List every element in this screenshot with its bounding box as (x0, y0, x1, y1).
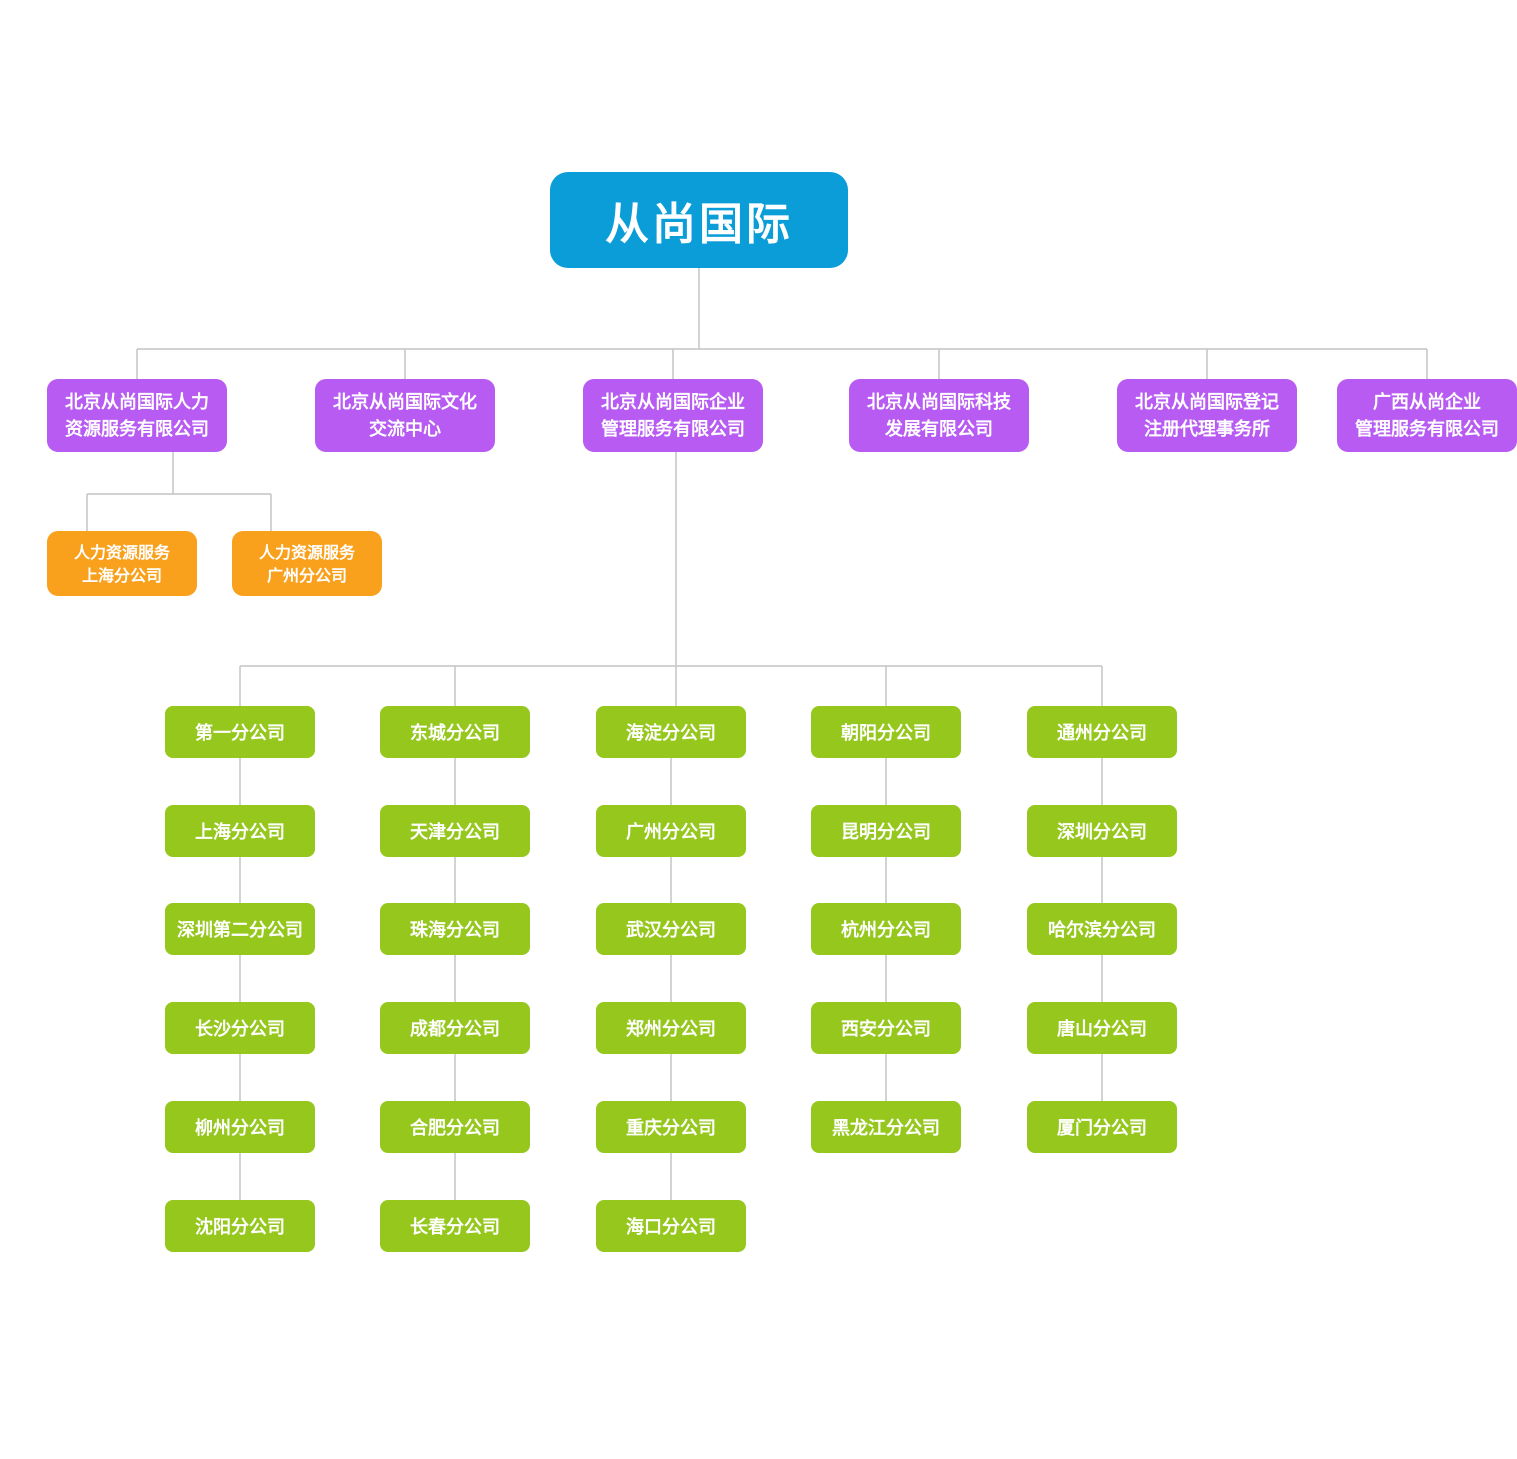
org-node-label: 重庆分公司 (626, 1118, 716, 1139)
org-node-branch[interactable]: 成都分公司 (380, 1002, 530, 1054)
org-node-branch[interactable]: 唐山分公司 (1027, 1002, 1177, 1054)
org-node-branch[interactable]: 天津分公司 (380, 805, 530, 857)
org-node-root[interactable]: 从尚国际 (550, 172, 848, 268)
org-node-label: 广州分公司 (626, 822, 716, 843)
org-node-label: 郑州分公司 (626, 1019, 716, 1040)
org-node-subsidiary-5[interactable]: 北京从尚国际登记 注册代理事务所 (1117, 379, 1297, 452)
org-node-label: 沈阳分公司 (195, 1217, 285, 1238)
org-node-label: 深圳第二分公司 (177, 920, 303, 941)
org-node-branch[interactable]: 深圳分公司 (1027, 805, 1177, 857)
org-node-label: 北京从尚国际登记 (1135, 391, 1279, 413)
org-node-label: 深圳分公司 (1057, 822, 1147, 843)
org-node-branch[interactable]: 黑龙江分公司 (811, 1101, 961, 1153)
org-node-branch[interactable]: 长沙分公司 (165, 1002, 315, 1054)
org-node-branch[interactable]: 柳州分公司 (165, 1101, 315, 1153)
org-node-label: 柳州分公司 (195, 1118, 285, 1139)
org-node-label: 天津分公司 (410, 822, 500, 843)
org-node-label: 发展有限公司 (885, 418, 993, 440)
org-node-branch[interactable]: 厦门分公司 (1027, 1101, 1177, 1153)
org-node-label: 长沙分公司 (195, 1019, 285, 1040)
org-node-label: 上海分公司 (195, 822, 285, 843)
org-node-subsidiary-1[interactable]: 北京从尚国际人力 资源服务有限公司 (47, 379, 227, 452)
org-node-label: 广州分公司 (266, 565, 347, 585)
org-node-branch[interactable]: 海淀分公司 (596, 706, 746, 758)
org-node-branch[interactable]: 郑州分公司 (596, 1002, 746, 1054)
org-node-label: 人力资源服务 (258, 542, 355, 562)
org-node-label: 厦门分公司 (1057, 1118, 1147, 1139)
org-node-subsidiary-3[interactable]: 北京从尚国际企业 管理服务有限公司 (583, 379, 763, 452)
org-node-branch[interactable]: 广州分公司 (596, 805, 746, 857)
org-node-label: 通州分公司 (1057, 723, 1147, 744)
org-node-label: 北京从尚国际文化 (333, 391, 477, 413)
org-node-label: 哈尔滨分公司 (1048, 920, 1156, 941)
org-node-branch[interactable]: 东城分公司 (380, 706, 530, 758)
org-node-label: 唐山分公司 (1057, 1019, 1147, 1040)
org-node-label: 西安分公司 (841, 1019, 931, 1040)
org-node-branch[interactable]: 哈尔滨分公司 (1027, 903, 1177, 955)
org-node-label: 珠海分公司 (410, 920, 500, 941)
org-node-label: 东城分公司 (410, 723, 500, 744)
org-node-label: 第一分公司 (195, 723, 285, 744)
org-node-label: 广西从尚企业 (1373, 391, 1481, 413)
org-node-branch[interactable]: 深圳第二分公司 (165, 903, 315, 955)
org-node-branch[interactable]: 上海分公司 (165, 805, 315, 857)
org-node-label: 朝阳分公司 (841, 723, 931, 744)
org-node-label: 交流中心 (369, 418, 441, 440)
org-node-label: 海口分公司 (626, 1217, 716, 1238)
org-node-branch[interactable]: 武汉分公司 (596, 903, 746, 955)
org-node-label: 上海分公司 (81, 565, 162, 585)
org-node-subsidiary-2[interactable]: 北京从尚国际文化 交流中心 (315, 379, 495, 452)
org-node-label: 北京从尚国际企业 (601, 391, 745, 413)
org-node-label: 北京从尚国际科技 (867, 391, 1011, 413)
org-node-branch[interactable]: 合肥分公司 (380, 1101, 530, 1153)
org-node-label: 管理服务有限公司 (1355, 418, 1499, 440)
org-node-label: 成都分公司 (410, 1019, 500, 1040)
org-node-label: 长春分公司 (410, 1217, 500, 1238)
org-node-branch[interactable]: 沈阳分公司 (165, 1200, 315, 1252)
org-node-label: 昆明分公司 (841, 822, 931, 843)
org-node-branch[interactable]: 西安分公司 (811, 1002, 961, 1054)
org-node-subsidiary-6[interactable]: 广西从尚企业 管理服务有限公司 (1337, 379, 1517, 452)
org-node-branch[interactable]: 第一分公司 (165, 706, 315, 758)
org-node-label: 从尚国际 (605, 199, 793, 250)
org-node-branch[interactable]: 昆明分公司 (811, 805, 961, 857)
org-node-branch[interactable]: 通州分公司 (1027, 706, 1177, 758)
org-node-label: 海淀分公司 (626, 723, 716, 744)
org-node-hr-branch-shanghai[interactable]: 人力资源服务 上海分公司 (47, 531, 197, 596)
org-node-branch[interactable]: 长春分公司 (380, 1200, 530, 1252)
org-node-label: 管理服务有限公司 (601, 418, 745, 440)
org-node-branch[interactable]: 杭州分公司 (811, 903, 961, 955)
org-node-hr-branch-guangzhou[interactable]: 人力资源服务 广州分公司 (232, 531, 382, 596)
org-node-branch[interactable]: 重庆分公司 (596, 1101, 746, 1153)
org-node-label: 武汉分公司 (626, 920, 716, 941)
org-node-label: 人力资源服务 (73, 542, 170, 562)
org-node-label: 杭州分公司 (841, 920, 931, 941)
org-node-label: 合肥分公司 (410, 1118, 500, 1139)
org-node-label: 注册代理事务所 (1144, 418, 1270, 440)
org-node-label: 资源服务有限公司 (65, 418, 209, 440)
org-node-branch[interactable]: 海口分公司 (596, 1200, 746, 1252)
org-node-label: 黑龙江分公司 (832, 1118, 940, 1139)
org-node-branch[interactable]: 珠海分公司 (380, 903, 530, 955)
org-node-subsidiary-4[interactable]: 北京从尚国际科技 发展有限公司 (849, 379, 1029, 452)
org-node-label: 北京从尚国际人力 (65, 391, 209, 413)
org-node-branch[interactable]: 朝阳分公司 (811, 706, 961, 758)
